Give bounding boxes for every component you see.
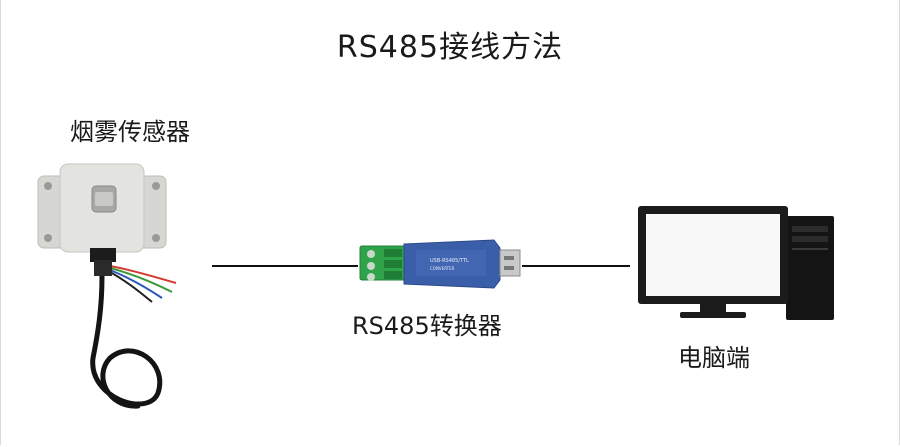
converter-label: RS485转换器: [352, 312, 502, 340]
desktop-computer-device-icon: [638, 206, 834, 320]
converter-silkscreen: USB-RS485/TTL: [430, 258, 469, 264]
connection-line-converter-pc: [522, 265, 630, 267]
computer-label: 电脑端: [678, 344, 750, 372]
sensor-label: 烟雾传感器: [70, 118, 190, 146]
connection-line-sensor-converter: [212, 265, 358, 267]
converter-subtitle: CONVERTER: [430, 266, 455, 271]
diagram-title: RS485接线方法: [336, 30, 564, 65]
usb-converter-device-icon: USB-RS485/TTL CONVERTER: [359, 239, 521, 289]
smoke-sensor-device-icon: [37, 163, 177, 409]
